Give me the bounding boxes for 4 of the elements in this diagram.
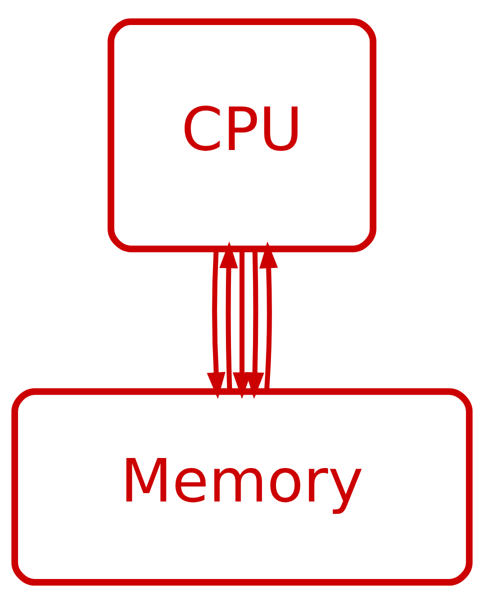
arrow <box>219 241 238 392</box>
node-box: Memory <box>11 388 473 586</box>
node-box: CPU <box>108 18 376 252</box>
arrow <box>259 241 278 392</box>
